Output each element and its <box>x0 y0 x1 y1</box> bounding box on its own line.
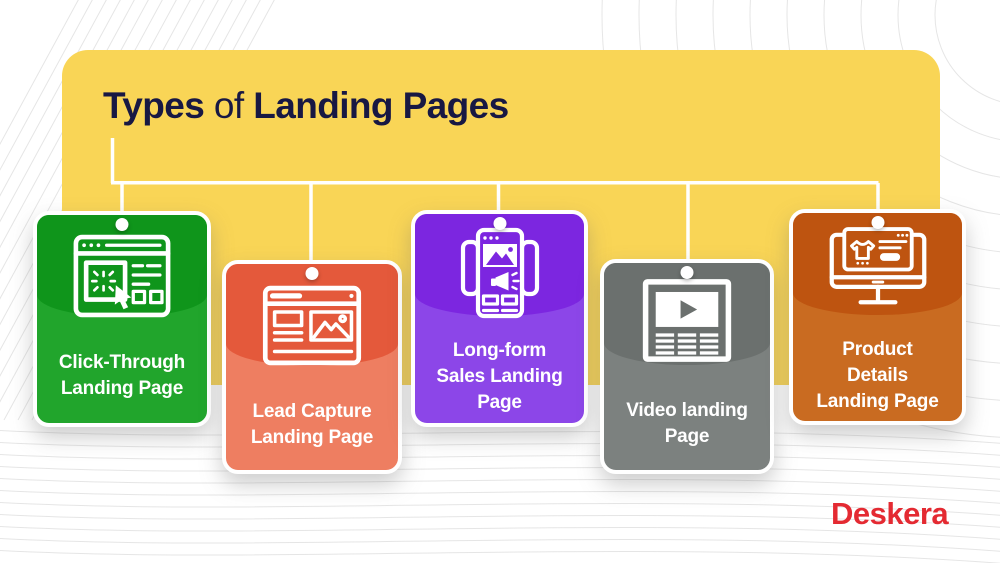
card-label: Long-form Sales Landing Page <box>436 340 563 413</box>
deskera-logo: Deskera <box>831 496 949 531</box>
connector-pin <box>680 266 694 279</box>
card-label: Lead Capture Landing Page <box>250 401 374 448</box>
video-player-icon <box>604 278 770 363</box>
title-word-types: Types <box>103 85 205 126</box>
title-word-of: of <box>213 85 244 126</box>
card-label: Product Details Landing Page <box>816 339 939 412</box>
page-title: Types of Landing Pages <box>103 85 509 127</box>
browser-click-icon <box>37 234 207 318</box>
title-word-landing-pages: Landing Pages <box>253 85 509 126</box>
connector-pin <box>871 216 884 229</box>
card-label: Video landing Page <box>626 400 748 447</box>
connector-pin <box>493 217 506 230</box>
monitor-product-icon <box>793 225 962 314</box>
card-label: Click-Through Landing Page <box>58 352 186 399</box>
connector-pin <box>115 218 129 231</box>
browser-form-image-icon <box>226 285 398 366</box>
card-video-landing-page: Video landing Page <box>600 259 774 474</box>
long-page-megaphone-icon <box>415 224 584 324</box>
card-click-through-landing-page: Click-Through Landing Page <box>33 211 211 427</box>
card-lead-capture-landing-page: Lead Capture Landing Page <box>222 260 402 474</box>
connector-pin <box>305 267 319 280</box>
card-long-form-sales-landing-page: Long-form Sales Landing Page <box>411 210 588 427</box>
card-product-details-landing-page: Product Details Landing Page <box>789 209 966 425</box>
